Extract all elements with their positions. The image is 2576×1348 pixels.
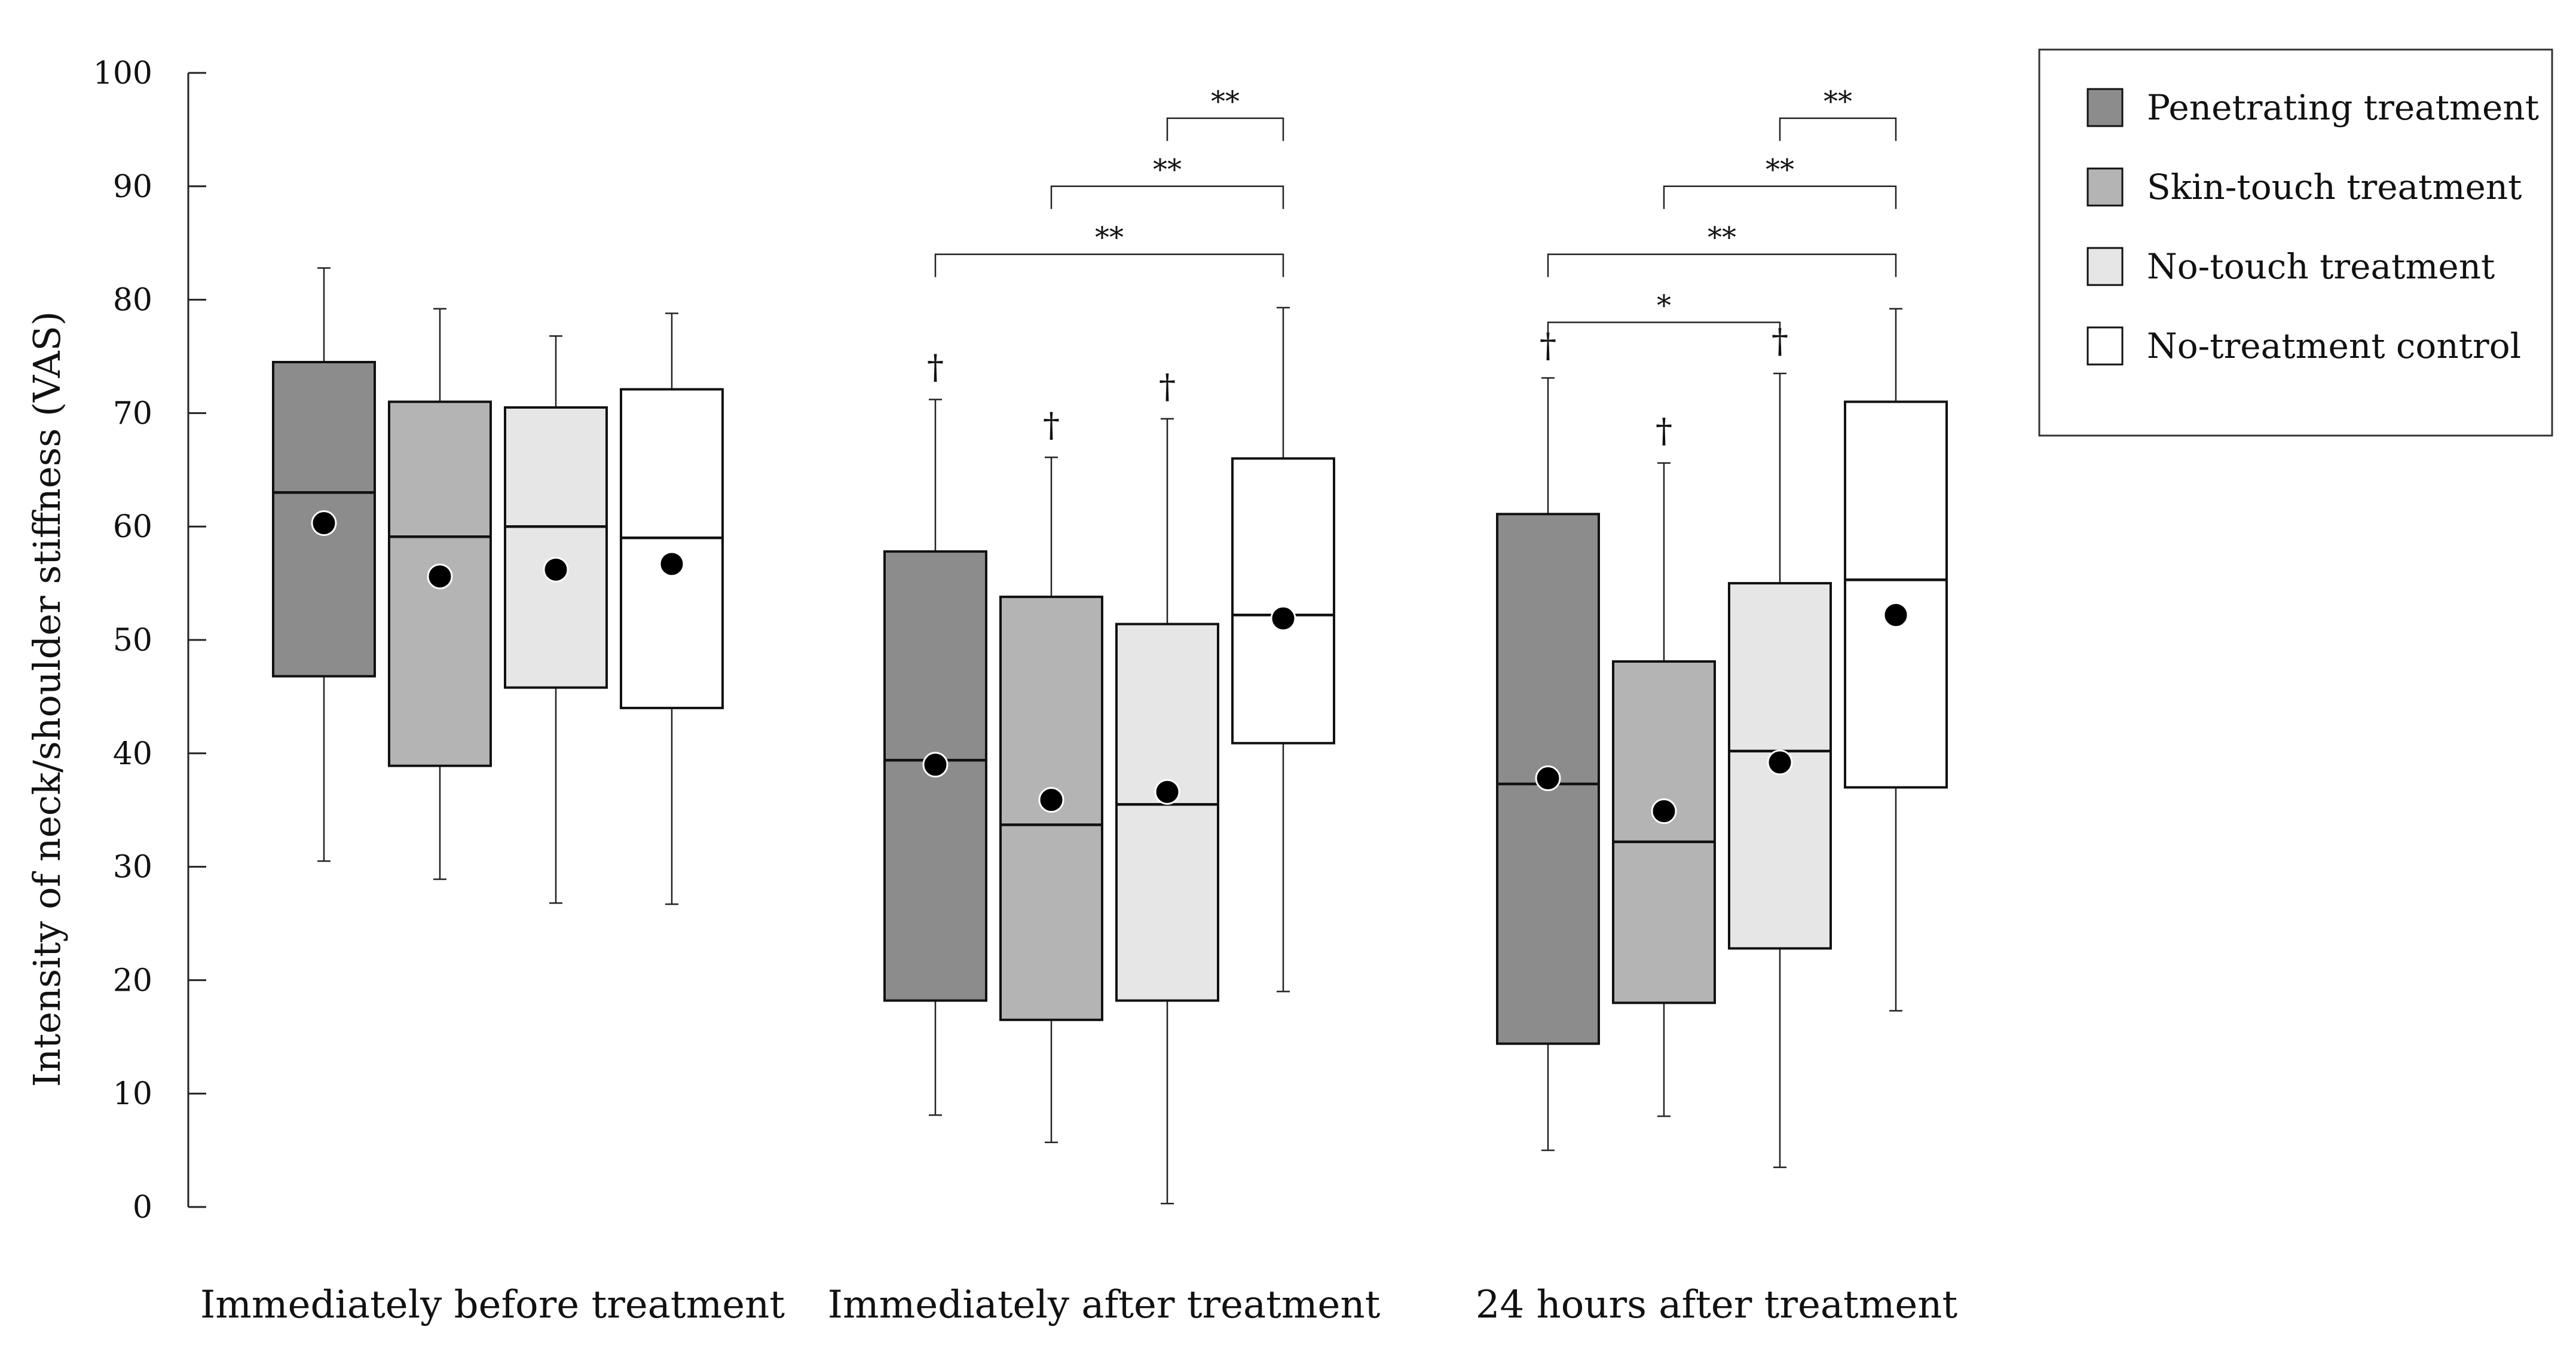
- y-tick-label: 0: [133, 1190, 152, 1226]
- mean-marker: [311, 510, 337, 537]
- legend-label: No-touch treatment: [2147, 246, 2495, 287]
- significance-bracket: [1547, 253, 1897, 277]
- box-3-0: [620, 313, 724, 905]
- box-1-0: [388, 308, 492, 880]
- significance-bracket: [1779, 117, 1897, 141]
- y-tick-label: 100: [93, 56, 152, 91]
- box-iqr: [620, 388, 724, 709]
- significance-label: **: [1824, 85, 1852, 118]
- legend-label: Penetrating treatment: [2147, 87, 2539, 128]
- significance-label: **: [1766, 153, 1794, 186]
- legend-label: No-treatment control: [2147, 326, 2521, 366]
- box-1-1: †: [999, 406, 1103, 1144]
- y-tick-label: 40: [113, 736, 152, 772]
- legend-label: Skin-touch treatment: [2147, 167, 2522, 207]
- box-2-0: [504, 335, 608, 904]
- significance-label: **: [1153, 153, 1182, 186]
- mean-marker: [1154, 779, 1180, 805]
- mean-marker: [1767, 749, 1793, 776]
- significance-bracket: [1663, 185, 1897, 209]
- y-tick-label: 80: [113, 283, 152, 318]
- box-0-0: [272, 267, 376, 862]
- mean-marker: [1651, 798, 1677, 825]
- box-2-1: †: [1115, 367, 1219, 1205]
- y-tick-label: 90: [113, 169, 152, 205]
- y-tick-label: 10: [113, 1076, 152, 1112]
- box-3-2: [1844, 308, 1948, 1012]
- mean-marker: [1038, 787, 1064, 813]
- legend-frame: [2038, 48, 2553, 437]
- box-1-2: †: [1612, 412, 1716, 1117]
- significance-label: **: [1708, 221, 1736, 255]
- group-label: 24 hours after treatment: [1476, 1283, 1958, 1327]
- box-iqr: [999, 595, 1103, 1021]
- box-iqr: [504, 406, 608, 689]
- legend-swatch: [2087, 88, 2124, 127]
- significance-label: *: [1657, 289, 1671, 323]
- box-0-2: †: [1496, 327, 1600, 1151]
- group-label: Immediately after treatment: [828, 1283, 1381, 1327]
- y-tick-label: 50: [113, 623, 152, 658]
- mean-marker: [1270, 605, 1296, 632]
- significance-label: **: [1211, 85, 1240, 118]
- y-tick-label: 70: [113, 396, 152, 431]
- box-0-1: †: [883, 348, 987, 1116]
- box-plot-area: ††††††: [272, 267, 1948, 1205]
- legend-swatch: [2087, 247, 2124, 286]
- mean-marker: [1535, 765, 1561, 792]
- significance-brackets: *************: [934, 85, 1897, 345]
- significance-bracket: [1166, 117, 1284, 141]
- mean-marker: [922, 752, 949, 778]
- box-iqr: [1844, 400, 1948, 789]
- mean-marker: [427, 563, 453, 590]
- mean-marker: [543, 556, 569, 583]
- box-2-2: †: [1728, 322, 1832, 1168]
- significance-bracket: [1547, 321, 1781, 345]
- mean-marker: [659, 551, 685, 577]
- box-3-1: [1231, 307, 1335, 992]
- box-iqr: [1231, 457, 1335, 745]
- significance-dagger: †: [1043, 406, 1060, 445]
- significance-bracket: [1050, 185, 1284, 209]
- legend-swatch: [2087, 167, 2124, 207]
- significance-dagger: †: [1656, 412, 1672, 451]
- y-axis: 0 10 20 30 40 50 60 70 80 90 100: [93, 56, 206, 1226]
- group-label: Immediately before treatment: [200, 1283, 785, 1327]
- significance-bracket: [934, 253, 1284, 277]
- significance-dagger: †: [927, 348, 944, 387]
- significance-label: **: [1095, 221, 1124, 255]
- box-iqr: [1612, 660, 1716, 1004]
- y-axis-label: Intensity of neck/shoulder stiffness (VA…: [25, 311, 69, 1087]
- mean-marker: [1883, 602, 1909, 628]
- box-iqr: [1115, 623, 1219, 1002]
- y-tick-label: 60: [113, 509, 152, 545]
- legend-swatch: [2087, 326, 2124, 366]
- significance-dagger: †: [1159, 367, 1176, 406]
- y-tick-label: 30: [113, 850, 152, 886]
- group-labels: Immediately before treatment Immediately …: [200, 1283, 1958, 1327]
- y-tick-label: 20: [113, 963, 152, 998]
